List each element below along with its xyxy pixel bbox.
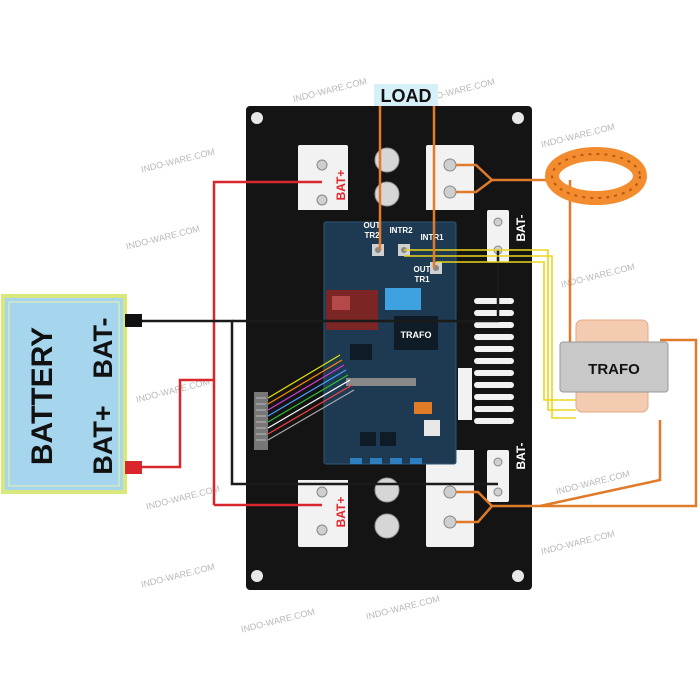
bat-plus-bottom-label: BAT+ (334, 497, 348, 528)
bat-minus-bottom-label: BAT- (514, 442, 528, 469)
mount-hole (251, 112, 263, 124)
intr2-label: INTR2 (389, 226, 413, 235)
load-wires (378, 104, 436, 268)
watermark: INDO-WARE.COM (140, 562, 216, 590)
intr1-label: INTR1 (420, 233, 444, 242)
ribbon-pins (256, 397, 266, 441)
ribbon-connector (254, 392, 268, 450)
ribbon-cable (267, 354, 355, 441)
ic-chip (350, 344, 372, 360)
load-terminal: LOAD (374, 84, 438, 106)
screws (316, 158, 457, 536)
ic-chip (360, 432, 376, 446)
capacitor (374, 477, 400, 503)
battery-minus-terminal (125, 314, 142, 327)
capacitor (374, 181, 400, 207)
load-label: LOAD (381, 86, 432, 106)
pin-header (346, 378, 416, 386)
bat-minus-bottom-terminal (487, 450, 509, 502)
bat-minus-top-terminal (487, 210, 509, 262)
mount-hole (512, 570, 524, 582)
output-wires (456, 163, 698, 524)
watermark: INDO-WARE.COM (292, 76, 368, 104)
battery-label: BATTERY (26, 327, 59, 465)
mount-hole (251, 570, 263, 582)
capacitor (374, 513, 400, 539)
watermark: INDO-WARE.COM (555, 469, 631, 497)
toroid-inductor (545, 147, 647, 205)
out-tr1-label-1: OUT (414, 265, 431, 274)
control-pcb: OUT TR2 INTR2 INTR1 OUT TR1 TRAFO (323, 221, 472, 465)
ic-chip (380, 432, 396, 446)
watermark: INDO-WARE.COM (560, 262, 636, 290)
out-tr2-label-1: OUT (364, 221, 381, 230)
transformer-label: TRAFO (588, 361, 640, 378)
mount-hole (512, 112, 524, 124)
battery-negative-wires (142, 250, 500, 486)
orange-component (414, 402, 432, 414)
signal-wires (404, 249, 576, 419)
watermark: INDO-WARE.COM (540, 529, 616, 557)
battery-minus-label: BAT- (88, 318, 118, 379)
bat-minus-top-label: BAT- (514, 214, 528, 241)
battery-positive-wires (142, 180, 322, 507)
watermark: INDO-WARE.COM (145, 484, 221, 512)
watermark: INDO-WARE.COM (240, 607, 316, 635)
battery-body (1, 294, 127, 494)
battery: BATTERY BAT- BAT+ (1, 294, 142, 494)
white-component (424, 420, 440, 436)
battery-plus-terminal (125, 461, 142, 474)
battery-plus-label: BAT+ (88, 405, 118, 474)
capacitor (374, 147, 400, 173)
transformer: TRAFO (559, 319, 669, 413)
blue-potentiometer (385, 288, 421, 310)
watermark: INDO-WARE.COM (125, 224, 201, 252)
watermark: INDO-WARE.COM (140, 147, 216, 175)
bat-plus-top-label: BAT+ (334, 170, 348, 201)
pcb-heatsink (458, 368, 472, 420)
load-label-box (374, 84, 438, 106)
transformer-core (559, 341, 669, 393)
watermark: INDO-WARE.COM (365, 594, 441, 622)
trafo-module-label: TRAFO (401, 330, 432, 340)
battery-inner-border (8, 301, 120, 487)
heatsink (474, 298, 514, 424)
out-tr1-label-2: TR1 (414, 275, 430, 284)
watermark: INDO-WARE.COM (540, 122, 616, 150)
out-tr2-label-2: TR2 (364, 231, 380, 240)
